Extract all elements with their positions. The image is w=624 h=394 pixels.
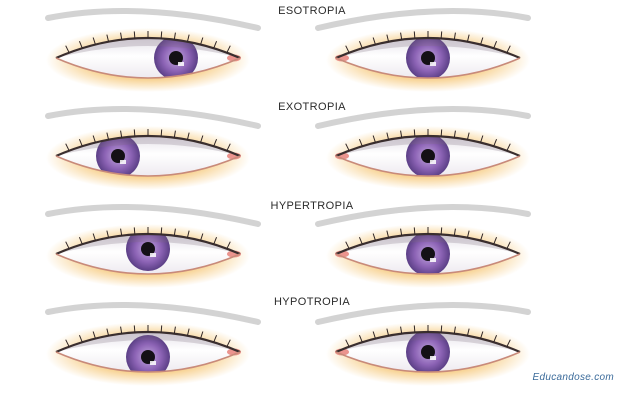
eyelash — [161, 227, 162, 234]
eyelash — [441, 31, 442, 38]
eye-highlight — [430, 258, 436, 262]
eyelash — [414, 129, 415, 136]
eye-row-exotropia — [0, 98, 624, 198]
eyebrow — [318, 305, 528, 322]
eyelash — [161, 129, 162, 136]
eye-highlight — [120, 160, 126, 164]
eyelash — [414, 31, 415, 38]
eyelash — [414, 325, 415, 332]
eye-row-esotropia — [0, 0, 624, 100]
eyebrow — [318, 109, 528, 126]
eyelash — [414, 227, 415, 234]
eyelash — [161, 31, 162, 38]
eye-row-hypertropia — [0, 196, 624, 296]
eyebrow — [48, 305, 258, 322]
eyelash — [441, 227, 442, 234]
eye-highlight — [430, 356, 436, 360]
eye-highlight — [430, 62, 436, 66]
eyebrow — [48, 11, 258, 28]
watermark-text: Educandose.com — [533, 372, 614, 383]
eyebrow — [318, 207, 528, 224]
eyelash — [441, 325, 442, 332]
eyelash — [134, 325, 135, 332]
eyelash — [441, 129, 442, 136]
eye-highlight — [430, 160, 436, 164]
eyebrow — [48, 109, 258, 126]
eye-highlight — [178, 62, 184, 66]
eyelash — [134, 31, 135, 38]
eyelash — [134, 129, 135, 136]
eye-highlight — [150, 253, 156, 257]
eyebrow — [48, 207, 258, 224]
eye-highlight — [150, 361, 156, 365]
eye-row-hypotropia — [0, 294, 624, 394]
eyebrow — [318, 11, 528, 28]
eyelash — [134, 227, 135, 234]
eyelash — [161, 325, 162, 332]
